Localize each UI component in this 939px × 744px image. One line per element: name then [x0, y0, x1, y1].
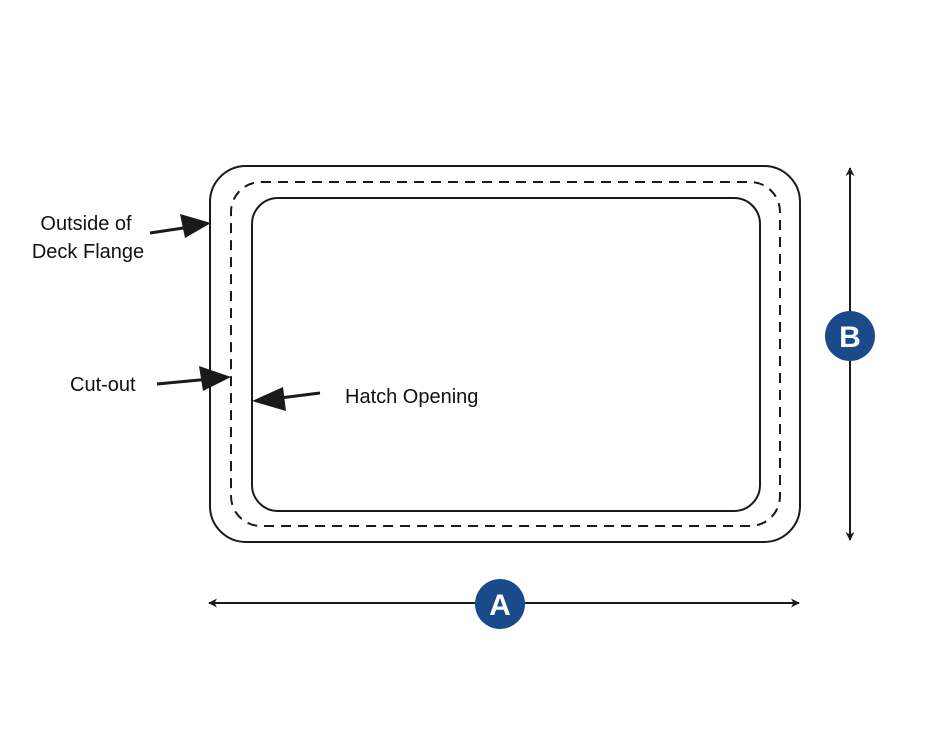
hatch-opening-arrow-icon	[252, 387, 321, 411]
cutout-label: Cut-out	[70, 374, 136, 396]
dimension-a-badge-text: A	[489, 589, 511, 622]
dimension-a: A	[208, 579, 800, 629]
hatch-opening-outline	[251, 197, 761, 512]
dimension-a-badge	[475, 579, 525, 629]
dimension-b-badge	[825, 311, 875, 361]
outside-flange-label-line1: Outside of	[40, 213, 132, 235]
outside-flange-label-line2: Deck Flange	[32, 241, 144, 263]
hatch-opening-label: Hatch Opening	[345, 386, 478, 408]
dimension-b: B	[825, 167, 875, 541]
cutout-arrow-icon	[156, 366, 231, 391]
dimension-b-badge-text: B	[839, 321, 861, 354]
outside-flange-arrow-icon	[149, 214, 211, 238]
outside-deck-flange-outline	[209, 165, 801, 543]
cutout-outline	[230, 181, 781, 527]
